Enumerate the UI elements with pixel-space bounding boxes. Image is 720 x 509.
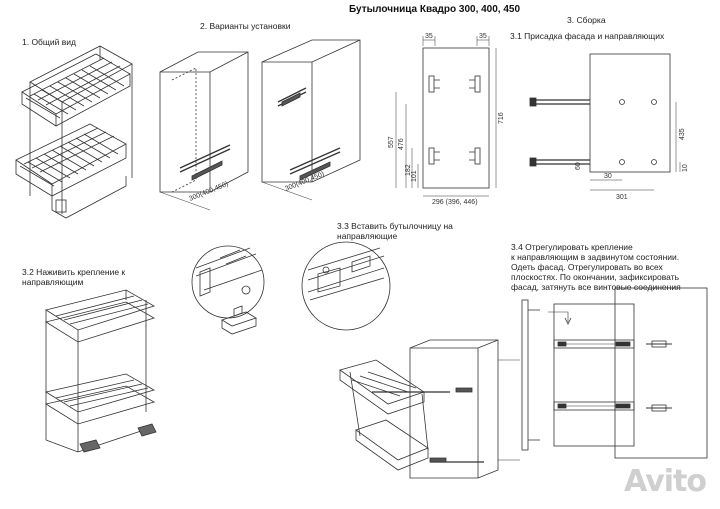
front-dim-35a: 35 [425, 33, 433, 40]
general-view-basket [15, 45, 133, 219]
section-3-4-label-line1: 3.4 Отрегулировать крепление [511, 242, 633, 252]
section-3-3-label-line1: 3.3 Вставить бутылочницу на [337, 221, 453, 231]
adjustment-drawing [521, 287, 708, 459]
section-3-1-label: 3.1 Присадка фасада и направляющих [510, 31, 665, 41]
section-3-4-label-line2: к направляющим в задвинутом состоянии. [511, 252, 680, 262]
facade-dim-435: 435 [679, 128, 686, 140]
document-title: Бутылочница Квадро 300, 400, 450 [349, 4, 521, 15]
front-dim-476: 476 [398, 138, 405, 150]
facade-dim-301: 301 [616, 194, 628, 201]
cabinet-variant-right [261, 39, 361, 201]
front-view-drawing [395, 36, 497, 197]
section-1-label: 1. Общий вид [22, 37, 77, 47]
section-3-4-label-line5: фасад, затянуть все винтовые соединения [511, 282, 681, 292]
facade-dim-60: 60 [575, 162, 582, 170]
section-3-2-label-line1: 3.2 Наживить крепление к [22, 267, 126, 277]
facade-drilling-drawing [529, 53, 681, 191]
section-3-2-label-line2: направляющим [22, 277, 84, 287]
section-3-label: 3. Сборка [567, 15, 606, 25]
front-dim-182: 182 [405, 164, 412, 176]
front-dim-35b: 35 [479, 33, 487, 40]
cabinet-variant-left [159, 51, 249, 211]
cabinet-insert-drawing [339, 339, 520, 479]
section-2-label: 2. Варианты установки [200, 21, 291, 31]
facade-dim-30: 30 [604, 173, 612, 180]
front-dim-width: 296 (396, 446) [432, 199, 478, 206]
section-3-3-label-line2: направляющие [337, 231, 398, 241]
insert-detail-drawing [301, 241, 391, 331]
section-3-4-label-line3: Одеть фасад. Отрегулировать во всех [511, 262, 663, 272]
basket-with-clips [44, 289, 157, 453]
section-3-4-label-line4: плоскостях. По окончании, зафиксировать [511, 272, 680, 282]
front-dim-716: 716 [498, 112, 505, 124]
facade-dim-10: 10 [682, 164, 689, 172]
front-dim-101: 101 [411, 170, 418, 182]
watermark-logo: Avito [624, 464, 707, 499]
front-dim-557: 557 [388, 136, 395, 148]
clip-detail-drawing [191, 245, 265, 335]
